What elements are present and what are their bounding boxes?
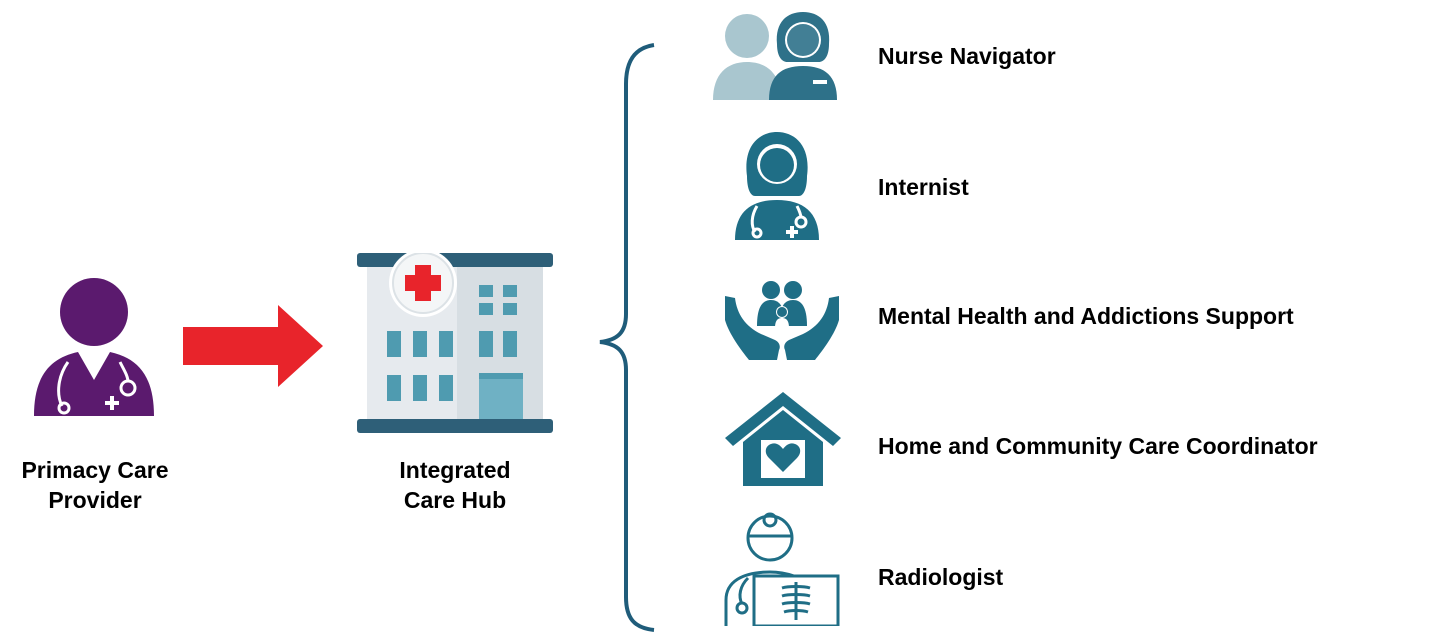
family-hands-icon xyxy=(723,276,841,360)
service-label-nurse-navigator: Nurse Navigator xyxy=(878,43,1056,69)
home-heart-icon xyxy=(725,392,841,486)
curly-brace xyxy=(590,42,660,632)
service-label-mental-health: Mental Health and Addictions Support xyxy=(878,303,1294,329)
provider-label: Primacy Care Provider xyxy=(0,455,190,515)
hub-label-line1: Integrated xyxy=(399,457,511,483)
doctor-icon xyxy=(28,276,160,416)
service-label-home-community: Home and Community Care Coordinator xyxy=(878,433,1318,459)
service-label-radiologist: Radiologist xyxy=(878,564,1004,590)
hospital-icon xyxy=(357,253,553,433)
provider-label-line2: Provider xyxy=(48,487,142,513)
flow-arrow xyxy=(183,305,323,387)
service-label-internist: Internist xyxy=(878,174,969,200)
hub-label: Integrated Care Hub xyxy=(356,455,554,515)
hub-label-line2: Care Hub xyxy=(403,487,507,513)
radiologist-xray-icon xyxy=(724,508,840,626)
nurse-patient-icon xyxy=(711,10,841,100)
provider-label-line1: Primacy Care xyxy=(21,457,169,483)
female-doctor-icon xyxy=(733,130,821,240)
